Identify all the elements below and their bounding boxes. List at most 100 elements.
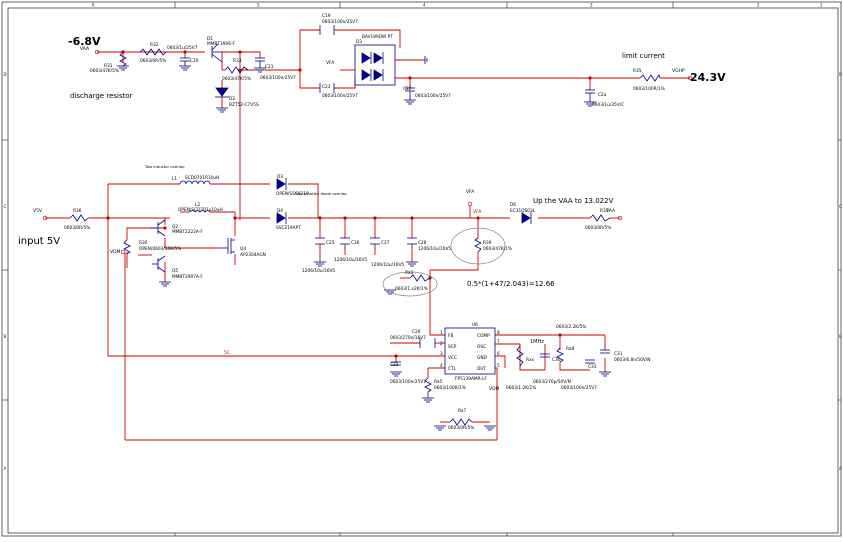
u6-ref: U6: [472, 322, 478, 328]
row-label-b: B: [4, 334, 7, 339]
component-symbols: [69, 25, 661, 426]
gnd-c31: [599, 371, 611, 377]
c19-val: 0603/100n/25V7: [322, 19, 358, 25]
u6-pin-fb: FB: [448, 333, 453, 339]
d3b-symbol: [373, 52, 384, 64]
gnd-c22: [404, 99, 416, 105]
gnd-c21: [254, 67, 266, 73]
l2-ref: L2: [195, 202, 200, 208]
c30-ref: C30: [552, 357, 561, 363]
l1-ref: L1: [172, 176, 177, 182]
d5-val: SSC219APT: [276, 225, 301, 231]
r30-ref: R30: [139, 240, 148, 246]
junctions: [106, 50, 592, 358]
c25-val: 1206/10u/16V5: [302, 268, 335, 274]
net-vdm: VDM: [110, 249, 121, 255]
c2a-body: [585, 89, 595, 102]
u6-num-3: 3: [440, 351, 443, 357]
q5-val: MMBT2907A-F: [172, 274, 203, 280]
u6-pin-osc: OSC: [477, 344, 486, 350]
r40-val: 0603/1.x2K/1%: [395, 286, 428, 292]
row-label-c-right: C: [839, 204, 842, 209]
c23-val: 0603/100n/25V7: [322, 93, 358, 99]
net-vfa-node: VFA: [466, 189, 475, 195]
c22-body: [405, 87, 415, 100]
r32-body: [139, 48, 167, 56]
c32-body: [391, 361, 401, 366]
note-formula: 0.5*(1+47/2.043)=12.66: [467, 280, 555, 288]
q1-symbol: [211, 43, 223, 63]
u6-num-5: 5: [497, 363, 500, 369]
c31-val: 0603/6.8n/50V/N: [614, 357, 650, 363]
r41-body: [424, 377, 432, 393]
note-input-5v: input 5V: [18, 236, 60, 247]
r30-body: [123, 239, 131, 255]
gnd-c2a: [584, 101, 596, 107]
row-label-a: A: [4, 466, 7, 471]
u6-val: FP5139AMR-LF: [455, 376, 487, 382]
r39-ref: R39: [483, 240, 492, 246]
c27-val: 1206/10u/16V5: [371, 262, 404, 268]
net-labels: VAA VFA VGHP V5V VFA VFA VAA VDM VDM 5C: [33, 46, 685, 392]
c25-ref: C25: [326, 240, 335, 246]
d4-val: OPEN/SSC0219: [276, 191, 309, 197]
d2-ref: D2: [229, 96, 235, 102]
r31-body: [119, 51, 127, 67]
r32-val: 0603/0R/5%: [140, 58, 166, 64]
r42-val: 0603/1.2K/1%: [506, 385, 536, 391]
note-discharge-resistor: discharge resistor: [70, 92, 133, 100]
gnd-r31: [117, 65, 129, 71]
note-ellipses: [382, 227, 506, 297]
c32-ref: C32: [390, 362, 399, 368]
pin-ends: [42, 49, 693, 255]
gnd-ra7-right: [484, 425, 496, 431]
c29-body: [419, 338, 436, 348]
note-two-inductor: Two inductor overlap: [144, 164, 185, 169]
c20-ref: C20: [190, 58, 199, 64]
net-vfa-red: VFA: [473, 209, 482, 215]
u6-pin-gnd: GND: [477, 355, 488, 361]
gnd-q5: [159, 281, 171, 287]
u6-num-8: 8: [497, 330, 500, 336]
ellipse-r39: [450, 227, 506, 265]
q4-val: AP2304AGN: [240, 252, 266, 258]
note-two-schottky: Two schottky diode overlap: [294, 191, 347, 196]
c26-body: [340, 237, 350, 245]
col-label-3: 3: [590, 3, 593, 8]
d6-ref: D6: [510, 202, 516, 208]
c22-ref: C22: [403, 86, 412, 92]
d6-symbol: [521, 212, 532, 224]
r47-ref: Ra7: [458, 408, 467, 414]
net-vghp: VGHP: [672, 68, 685, 74]
gnd-c32: [390, 371, 402, 377]
d4-symbol: [276, 178, 287, 190]
u6-num-7: 7: [497, 339, 500, 345]
r33-body: [224, 66, 249, 74]
col-label-5: 5: [257, 3, 260, 8]
q4-ref: Q4: [240, 246, 246, 252]
r36-ref: R36: [73, 208, 82, 214]
row-label-b-right: B: [839, 334, 842, 339]
wires: [45, 29, 690, 441]
c21-body: [255, 57, 265, 68]
c20-body: [180, 57, 190, 66]
gnd-c25: [314, 261, 326, 267]
r43-val: 0603/2.2K/5%: [556, 324, 586, 330]
gnd-c28: [406, 261, 418, 267]
u6-pin-labels: FB SCP VCC CTL COMP OSC GND OUT 1 2 3 4 …: [440, 330, 500, 372]
net-vdm2: VDM: [489, 386, 500, 392]
r42-body: [516, 345, 524, 367]
r47-val: 0603/0R/5%: [448, 425, 474, 431]
c30-body: [540, 353, 550, 358]
gnd-c20: [179, 65, 191, 71]
border-labels: 6 5 4 3 2 1 D C B A D C B A: [4, 3, 843, 472]
r40-body: [409, 274, 431, 282]
note-limit-current: limit current: [622, 52, 665, 60]
c28-ref: C28: [418, 240, 427, 246]
r37-ref: R37: [600, 208, 609, 214]
c25-body: [315, 237, 325, 245]
r43-body: [556, 347, 564, 363]
c2a-ref: C2a: [598, 92, 607, 98]
gnd-d3: [424, 56, 428, 64]
